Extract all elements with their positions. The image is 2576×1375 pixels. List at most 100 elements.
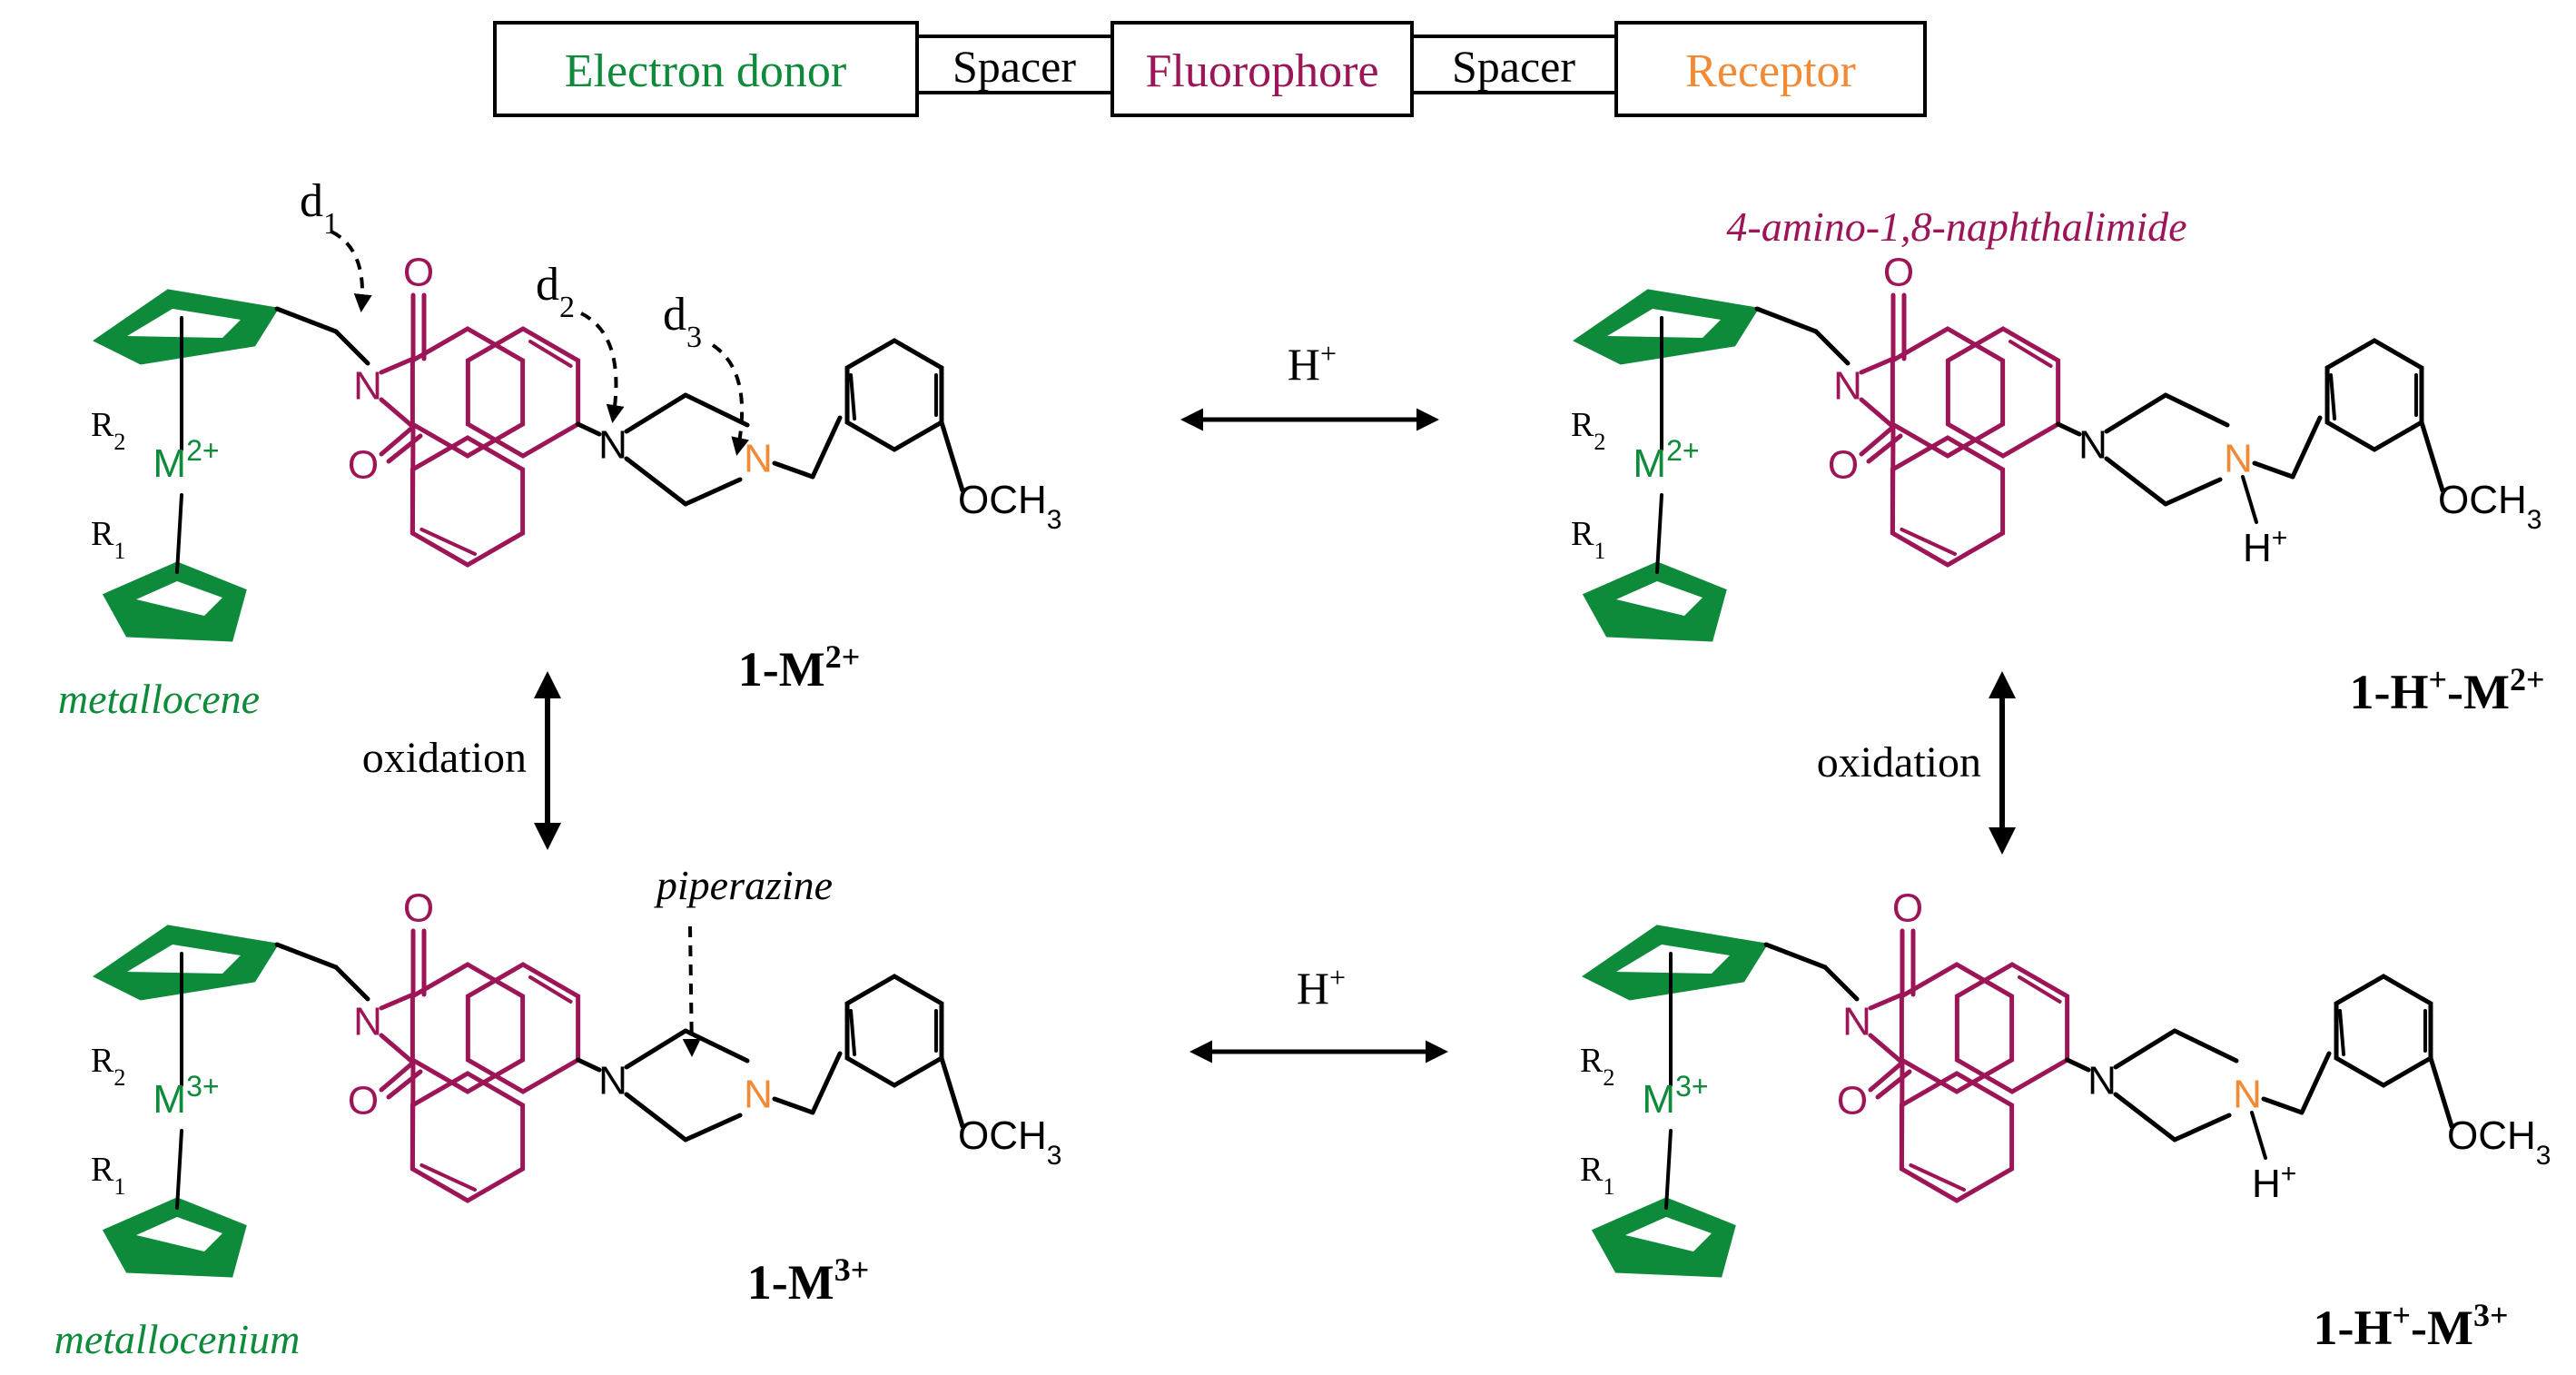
bond bbox=[2299, 1051, 2332, 1115]
bond bbox=[576, 1057, 602, 1073]
bond bbox=[1899, 992, 1905, 999]
piperazine-label: piperazine bbox=[654, 862, 833, 908]
imide-nitrogen: N bbox=[1842, 1000, 1871, 1044]
bond bbox=[2428, 1055, 2454, 1129]
naphthalene-ring-b bbox=[1954, 962, 2070, 1094]
bond bbox=[274, 942, 339, 970]
carbonyl-oxygen-bottom: O bbox=[1837, 1079, 1868, 1123]
proton-on-receptor: H+ bbox=[2252, 1159, 2296, 1207]
bond bbox=[1859, 424, 1896, 457]
bond bbox=[2056, 421, 2082, 437]
bond bbox=[2008, 340, 2053, 368]
receptor-nitrogen: N bbox=[744, 437, 773, 481]
bond bbox=[1900, 528, 1957, 556]
ring-highlight bbox=[127, 945, 241, 974]
bond bbox=[683, 392, 750, 428]
r2-substituent: R2 bbox=[91, 1042, 125, 1091]
d2-pointer bbox=[580, 312, 625, 423]
bond bbox=[386, 1069, 423, 1100]
bond bbox=[1813, 329, 1851, 366]
equilibrium-top: H+ bbox=[1180, 337, 1439, 431]
methoxyphenyl-ring bbox=[2324, 338, 2424, 452]
bond bbox=[1899, 1060, 1905, 1172]
metallocene-label: metallocene bbox=[58, 676, 260, 722]
bond bbox=[1868, 1033, 1905, 1065]
bond bbox=[1866, 433, 1903, 464]
bond bbox=[2329, 373, 2337, 420]
bond bbox=[379, 992, 416, 1011]
bond bbox=[379, 397, 416, 430]
bond bbox=[379, 1033, 416, 1065]
bond bbox=[379, 424, 416, 457]
carbonyl-oxygen-top: O bbox=[1892, 886, 1923, 931]
bond bbox=[419, 1163, 477, 1192]
bond bbox=[1763, 942, 1828, 970]
r1-substituent: R1 bbox=[91, 1151, 125, 1200]
proton-label-bottom: H+ bbox=[1297, 961, 1346, 1014]
bond bbox=[2065, 1057, 2091, 1073]
ring-highlight bbox=[136, 581, 222, 616]
bond bbox=[419, 528, 477, 556]
fluorophore-box bbox=[1110, 21, 1414, 117]
bond bbox=[810, 415, 843, 480]
methoxyphenyl-ring bbox=[844, 338, 944, 452]
bond bbox=[624, 1092, 688, 1143]
compound-name-3: 1-M3+ bbox=[747, 1251, 869, 1310]
bond bbox=[1664, 1129, 1673, 1210]
bond bbox=[2104, 392, 2168, 434]
metal-center: M2+ bbox=[1633, 434, 1699, 486]
compound-name-4: 1-H+-M3+ bbox=[2314, 1297, 2509, 1355]
ring-highlight bbox=[1616, 945, 1730, 974]
piperazine-nitrogen-aryl: N bbox=[2087, 1059, 2117, 1103]
methoxy-group: OCH3 bbox=[958, 1113, 1061, 1171]
r2-substituent: R2 bbox=[91, 406, 125, 455]
spacer-label-2: Spacer bbox=[1452, 41, 1575, 92]
ring-highlight bbox=[1625, 1217, 1712, 1251]
receptor-nitrogen: N bbox=[2233, 1073, 2262, 1117]
bond bbox=[2419, 420, 2445, 493]
bond bbox=[175, 1129, 183, 1210]
proton-on-receptor: H+ bbox=[2243, 523, 2287, 571]
carbonyl-oxygen-top: O bbox=[403, 886, 434, 931]
oxidation-label-left: oxidation bbox=[362, 734, 527, 782]
bond bbox=[576, 421, 602, 437]
d2-label: d2 bbox=[536, 259, 575, 324]
bond bbox=[2252, 460, 2295, 480]
bond bbox=[2113, 1028, 2177, 1070]
naphthalene-ring-b bbox=[1945, 326, 2061, 459]
bond bbox=[1890, 356, 1896, 363]
imide-nitrogen: N bbox=[353, 1000, 382, 1044]
r1-substituent: R1 bbox=[1571, 515, 1605, 564]
bond bbox=[1868, 992, 1905, 1011]
carbonyl-oxygen-top: O bbox=[1883, 251, 1914, 295]
proton-label-top: H+ bbox=[1288, 337, 1337, 390]
piperazine-nitrogen-aryl: N bbox=[598, 423, 627, 468]
bond bbox=[2172, 1113, 2232, 1143]
compound-name-1: 1-M2+ bbox=[738, 638, 860, 697]
bond bbox=[2113, 1092, 2177, 1143]
ring-highlight bbox=[136, 1217, 222, 1251]
bond bbox=[683, 1113, 743, 1143]
spacer-label-1: Spacer bbox=[952, 41, 1076, 92]
imide-nitrogen: N bbox=[353, 364, 382, 409]
bond bbox=[410, 992, 416, 999]
bond bbox=[939, 1055, 965, 1129]
bond bbox=[2241, 475, 2258, 524]
bond bbox=[849, 1009, 857, 1056]
bond bbox=[810, 1051, 843, 1115]
bond bbox=[939, 420, 965, 493]
electron-donor-label: Electron donor bbox=[565, 45, 846, 97]
compound-name-2: 1-H+-M2+ bbox=[2350, 661, 2545, 719]
metallocenium-label: metallocenium bbox=[54, 1316, 301, 1362]
r2-substituent: R2 bbox=[1580, 1042, 1614, 1091]
bond bbox=[2172, 1028, 2239, 1063]
r1-substituent: R1 bbox=[1580, 1151, 1614, 1200]
bond bbox=[1868, 1060, 1905, 1093]
bond bbox=[1754, 306, 1819, 334]
r1-substituent: R1 bbox=[91, 515, 125, 564]
carbonyl-oxygen-bottom: O bbox=[1828, 443, 1859, 488]
